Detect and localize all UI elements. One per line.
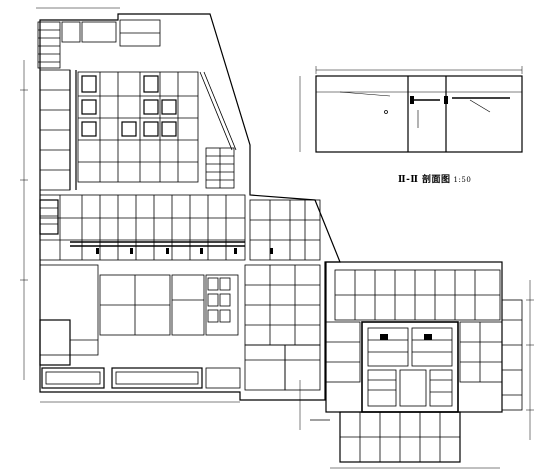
main-building-outline <box>39 13 341 401</box>
tower-core <box>361 321 459 413</box>
section-title: Ⅱ-Ⅱ 剖面图 <box>398 175 451 185</box>
section-detail-frame <box>315 75 523 153</box>
upper-room-block <box>77 71 199 183</box>
section-scale: 1:50 <box>453 176 472 184</box>
stair-core-top-left <box>37 21 61 69</box>
tower-outline <box>325 261 503 413</box>
middle-room-row <box>39 194 246 261</box>
